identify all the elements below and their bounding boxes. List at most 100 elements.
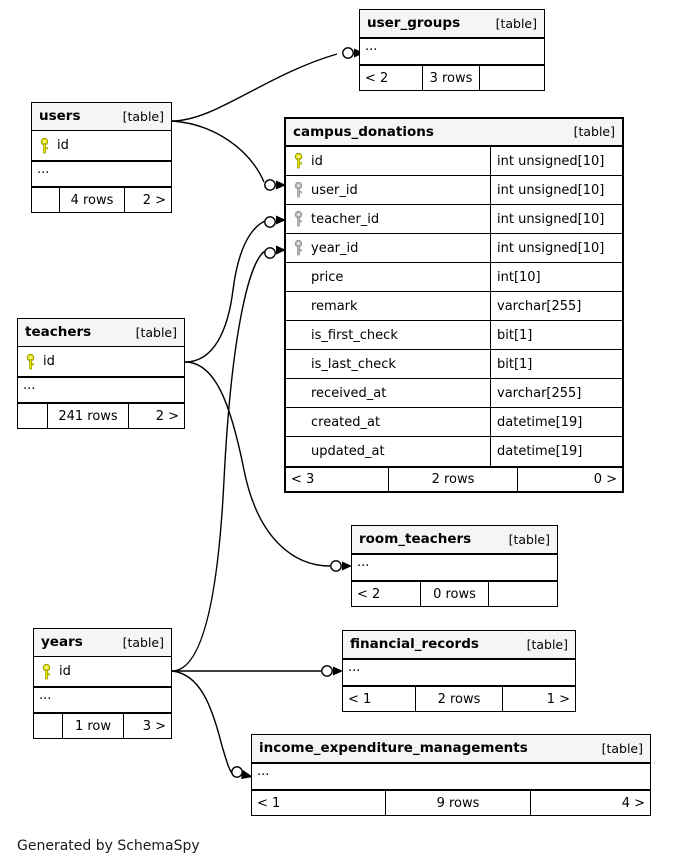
column-row[interactable]: price int[10]: [286, 263, 622, 292]
column-row[interactable]: year_id int unsigned[10]: [286, 234, 622, 263]
footer-row-count: 3 rows: [422, 66, 480, 90]
column-name-cell: created_at: [286, 408, 490, 436]
column-row[interactable]: remark varchar[255]: [286, 292, 622, 321]
table-name: income_expenditure_managements: [259, 740, 528, 756]
table-type-tag: [table]: [601, 740, 643, 756]
foreign-key-icon: [292, 239, 305, 256]
column-row[interactable]: created_at datetime[19]: [286, 408, 622, 437]
table-footer: 1 row 3 >: [34, 713, 171, 738]
footer-row-count: 2 rows: [415, 687, 503, 711]
edge-years-income_expenditure: [171, 670, 234, 775]
column-type: datetime[19]: [490, 408, 622, 436]
column-name: received_at: [311, 385, 387, 401]
column-type: varchar[255]: [490, 379, 622, 407]
ellipsis-label: ...: [23, 378, 36, 393]
column-name: price: [311, 269, 344, 285]
column-name-cell: user_id: [286, 176, 490, 204]
table-footer: < 2 3 rows: [360, 65, 544, 90]
primary-key-icon: [24, 353, 37, 370]
column-name-cell: received_at: [286, 379, 490, 407]
column-row[interactable]: is_last_check bit[1]: [286, 350, 622, 379]
column-row[interactable]: updated_at datetime[19]: [286, 437, 622, 466]
table-campus_donations[interactable]: campus_donations [table] id int unsigned…: [284, 117, 624, 493]
endpoint-campus_donations-user_id: [264, 179, 286, 191]
table-header: income_expenditure_managements [table]: [252, 735, 650, 763]
endpoint-income_expenditure: [231, 766, 253, 779]
table-footer: 241 rows 2 >: [18, 403, 184, 428]
column-name: updated_at: [311, 444, 385, 459]
ellipsis-label: ...: [365, 39, 378, 54]
column-row[interactable]: id: [34, 657, 171, 686]
column-row[interactable]: received_at varchar[255]: [286, 379, 622, 408]
foreign-key-icon: [292, 210, 305, 227]
table-name: user_groups: [367, 15, 461, 31]
column-row[interactable]: id int unsigned[10]: [286, 147, 622, 176]
collapsed-columns-row: ...: [34, 686, 171, 713]
table-users[interactable]: users [table] id ... 4 rows: [31, 102, 172, 213]
column-row[interactable]: id: [32, 131, 171, 160]
footer-parents-count: [32, 188, 59, 212]
column-name: is_last_check: [311, 356, 396, 372]
column-type: bit[1]: [490, 350, 622, 378]
footer-parents-count: < 3: [291, 472, 315, 487]
collapsed-columns-row: ...: [32, 160, 171, 187]
column-row[interactable]: teacher_id int unsigned[10]: [286, 205, 622, 234]
column-type: int[10]: [490, 263, 622, 291]
table-room_teachers[interactable]: room_teachers [table] ... < 2 0 rows: [351, 525, 558, 607]
footer-children-count: [480, 66, 544, 90]
table-type-tag: [table]: [526, 636, 568, 652]
footer-children-count: [489, 582, 557, 606]
footer-row-count: 9 rows: [385, 791, 531, 815]
footer-children-count: 4 >: [621, 795, 645, 811]
column-name: id: [59, 664, 71, 679]
table-financial_records[interactable]: financial_records [table] ... < 1 2 rows…: [342, 630, 576, 712]
footer-row-count: 4 rows: [59, 188, 125, 212]
collapsed-columns-row: ...: [252, 763, 650, 790]
table-user_groups[interactable]: user_groups [table] ... < 2 3 rows: [359, 9, 545, 91]
table-header: room_teachers [table]: [352, 526, 557, 554]
footer-parents-count: [34, 714, 62, 738]
table-header: teachers [table]: [18, 319, 184, 347]
footer-row-count: 2 rows: [388, 468, 518, 491]
table-header: users [table]: [32, 103, 171, 131]
table-name: users: [39, 108, 81, 124]
column-name-cell: teacher_id: [286, 205, 490, 233]
edge-years-campus_donations: [171, 250, 266, 672]
edge-users-campus_donations: [171, 120, 265, 183]
table-name: financial_records: [350, 636, 479, 652]
table-footer: < 1 2 rows 1 >: [343, 686, 575, 711]
column-row[interactable]: id: [18, 347, 184, 376]
table-name: campus_donations: [293, 123, 434, 140]
table-type-tag: [table]: [573, 124, 615, 139]
column-row[interactable]: is_first_check bit[1]: [286, 321, 622, 350]
table-header: campus_donations [table]: [286, 119, 622, 147]
footer-row-count: 241 rows: [47, 404, 129, 428]
table-footer: 4 rows 2 >: [32, 187, 171, 212]
table-teachers[interactable]: teachers [table] id ... 241 row: [17, 318, 185, 429]
table-header: years [table]: [34, 629, 171, 657]
column-type: int unsigned[10]: [490, 147, 622, 175]
ellipsis-label: ...: [357, 555, 370, 570]
collapsed-columns-row: ...: [343, 659, 575, 686]
column-name: remark: [311, 298, 358, 314]
table-years[interactable]: years [table] id ... 1 row: [33, 628, 172, 739]
column-row[interactable]: user_id int unsigned[10]: [286, 176, 622, 205]
edge-teachers-campus_donations: [184, 220, 266, 363]
column-name: id: [57, 138, 69, 153]
column-type: int unsigned[10]: [490, 234, 622, 262]
column-name: year_id: [311, 240, 359, 256]
column-name-cell: id: [32, 131, 171, 160]
primary-key-icon: [292, 152, 305, 169]
column-name: id: [311, 153, 323, 169]
column-name: id: [43, 354, 55, 369]
column-name-cell: remark: [286, 292, 490, 320]
collapsed-columns-row: ...: [360, 38, 544, 65]
table-footer: < 2 0 rows: [352, 581, 557, 606]
column-type: datetime[19]: [490, 437, 622, 466]
primary-key-icon: [38, 137, 51, 154]
table-type-tag: [table]: [495, 15, 537, 31]
endpoint-financial_records: [321, 665, 343, 677]
endpoint-room_teachers: [330, 560, 352, 572]
column-name: user_id: [311, 182, 358, 198]
table-income_expenditure_managements[interactable]: income_expenditure_managements [table] .…: [251, 734, 651, 816]
